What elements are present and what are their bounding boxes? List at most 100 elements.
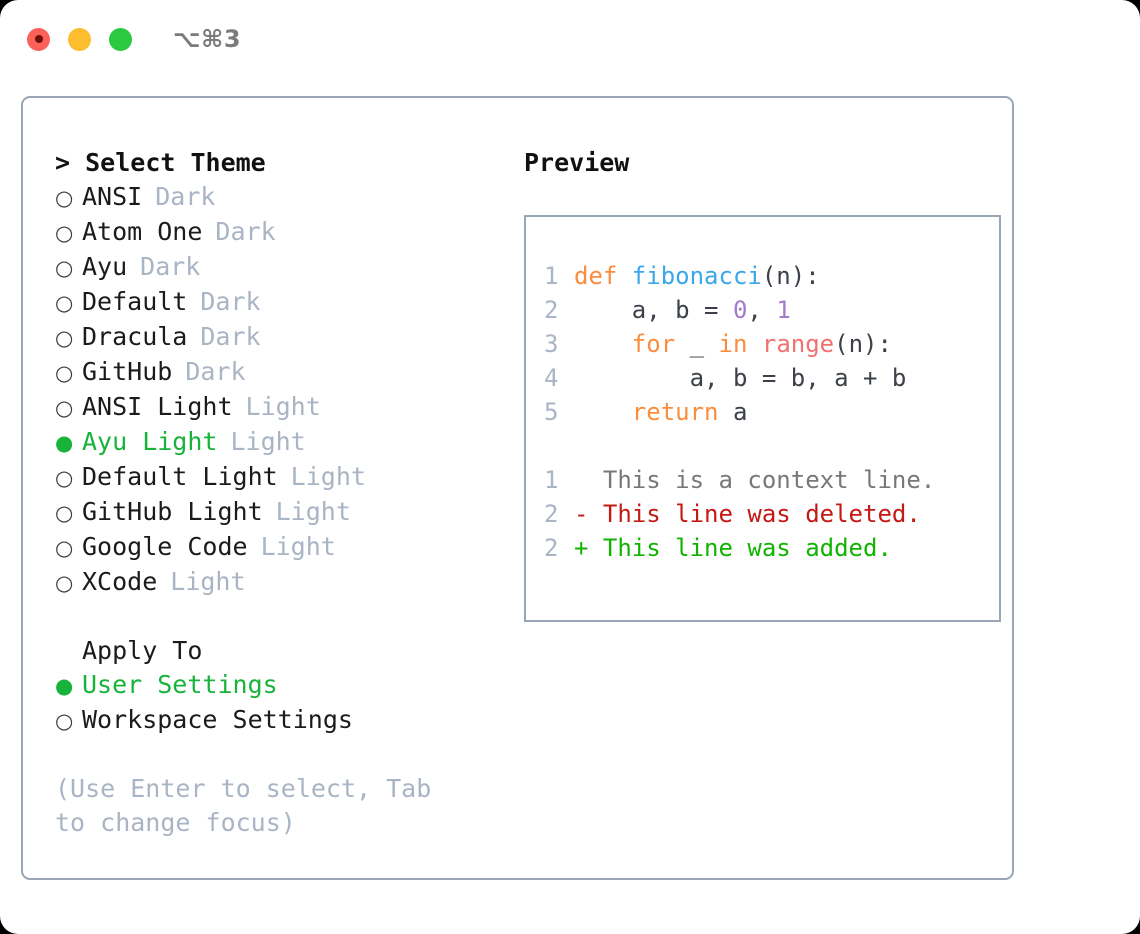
apply-option-user-settings[interactable]: ● User Settings — [55, 668, 504, 703]
theme-option-label: XCode — [82, 567, 158, 596]
theme-option-ansi-light[interactable]: ○ ANSI Light Light — [55, 390, 504, 425]
keyboard-shortcut-label: ⌥⌘3 — [173, 25, 242, 53]
section-spacer — [55, 600, 504, 634]
theme-option-label: ANSI — [82, 182, 143, 211]
code-token: fibonacci — [631, 262, 762, 290]
theme-option-ayu-light[interactable]: ● Ayu Light Light — [55, 425, 504, 460]
code-token: _ — [675, 330, 719, 358]
radio-icon: ○ — [55, 291, 74, 315]
theme-option-default-light[interactable]: ○ Default Light Light — [55, 460, 504, 495]
theme-option-tag: Light — [260, 532, 336, 561]
select-theme-title: Select Theme — [85, 148, 266, 177]
diff-marker: + — [574, 534, 589, 562]
code-token: a, b = — [574, 296, 733, 324]
theme-option-atom-one[interactable]: ○ Atom One Dark — [55, 215, 504, 250]
theme-option-label: Dracula — [82, 322, 188, 351]
apply-to-heading: Apply To — [55, 634, 504, 668]
theme-option-label: GitHub Light — [82, 497, 263, 526]
theme-option-label: ANSI Light — [82, 392, 233, 421]
theme-option-label: Default Light — [82, 462, 278, 491]
theme-option-label: GitHub — [82, 357, 173, 386]
theme-option-tag: Dark — [140, 252, 201, 281]
record-dot-icon — [34, 35, 43, 43]
theme-option-list: ○ ANSI Dark ○ Atom One Dark ○ Ayu Dark — [55, 180, 504, 600]
radio-icon: ○ — [55, 466, 74, 490]
radio-icon: ○ — [55, 256, 74, 280]
line-number: 4 — [544, 364, 559, 392]
apply-to-option-list: ● User Settings ○ Workspace Settings — [55, 668, 504, 738]
line-number: 1 — [544, 466, 559, 494]
theme-option-dracula[interactable]: ○ Dracula Dark — [55, 320, 504, 355]
radio-icon: ○ — [55, 396, 74, 420]
theme-option-label: Atom One — [82, 217, 203, 246]
radio-selected-icon: ● — [55, 674, 74, 698]
theme-option-label: Default — [82, 287, 188, 316]
diff-line-added: 2 + This line was added. — [544, 531, 999, 565]
radio-icon: ○ — [55, 709, 74, 733]
theme-selector-column: > Select Theme ○ ANSI Dark ○ Atom One Da… — [39, 146, 504, 878]
apply-to-title: Apply To — [82, 636, 203, 665]
code-token: (n): — [761, 262, 820, 290]
line-number: 2 — [544, 296, 559, 324]
radio-icon: ○ — [55, 186, 74, 210]
code-line: 4 a, b = b, a + b — [544, 361, 999, 395]
diff-line-context: 1 This is a context line. — [544, 463, 999, 497]
minimize-button[interactable] — [68, 27, 91, 51]
theme-option-github-light[interactable]: ○ GitHub Light Light — [55, 495, 504, 530]
title-bar: ⌥⌘3 — [0, 0, 1140, 78]
diff-line-deleted: 2- This line was deleted. — [544, 497, 999, 531]
code-token: range — [761, 330, 835, 358]
diff-marker: - — [574, 500, 589, 528]
theme-option-xcode[interactable]: ○ XCode Light — [55, 565, 504, 600]
diff-marker — [574, 466, 588, 494]
code-token: , — [747, 296, 777, 324]
preview-heading: Preview — [524, 148, 630, 177]
radio-icon: ○ — [55, 571, 74, 595]
theme-option-ansi[interactable]: ○ ANSI Dark — [55, 180, 504, 215]
maximize-button[interactable] — [109, 27, 132, 51]
code-line: 2 a, b = 0, 1 — [544, 293, 999, 327]
theme-option-label: Ayu — [82, 252, 128, 281]
theme-option-label: Ayu Light — [82, 427, 218, 456]
code-token: for — [631, 330, 676, 358]
radio-icon: ○ — [55, 501, 74, 525]
radio-icon: ○ — [55, 221, 74, 245]
code-line: 5 return a — [544, 395, 999, 429]
code-token: return — [631, 398, 719, 426]
line-number: 2 — [544, 500, 559, 528]
diff-sample: 1 This is a context line. 2- This line w… — [544, 463, 999, 565]
window-controls — [27, 27, 132, 51]
close-button[interactable] — [27, 27, 50, 51]
line-number: 3 — [544, 330, 559, 358]
diff-text: This line was added. — [588, 534, 892, 562]
theme-option-tag: Dark — [215, 217, 276, 246]
theme-option-tag: Light — [245, 392, 321, 421]
theme-option-tag: Dark — [200, 322, 261, 351]
diff-text: This line was deleted. — [588, 500, 921, 528]
theme-option-ayu[interactable]: ○ Ayu Dark — [55, 250, 504, 285]
theme-option-default[interactable]: ○ Default Dark — [55, 285, 504, 320]
code-token: 1 — [776, 296, 791, 324]
apply-option-workspace-settings[interactable]: ○ Workspace Settings — [55, 703, 504, 738]
theme-option-github[interactable]: ○ GitHub Dark — [55, 355, 504, 390]
radio-selected-icon: ● — [55, 431, 74, 455]
theme-option-google-code[interactable]: ○ Google Code Light — [55, 530, 504, 565]
code-token: a — [718, 398, 748, 426]
prompt-caret-icon: > — [55, 148, 86, 177]
code-token — [747, 330, 761, 358]
keyboard-hint-text: (Use Enter to select, Tab to change focu… — [55, 774, 432, 837]
code-token: in — [718, 330, 748, 358]
select-theme-heading: > Select Theme — [55, 146, 504, 180]
code-token — [574, 330, 632, 358]
code-line: 3 for _ in range(n): — [544, 327, 999, 361]
theme-option-label: Google Code — [82, 532, 248, 561]
line-number: 1 — [544, 262, 559, 290]
theme-option-tag: Dark — [155, 182, 216, 211]
line-number: 2 — [544, 534, 559, 562]
code-token: a, b = b, a + b — [574, 364, 907, 392]
theme-option-tag: Light — [170, 567, 246, 596]
code-token — [574, 398, 632, 426]
theme-option-tag: Light — [290, 462, 366, 491]
